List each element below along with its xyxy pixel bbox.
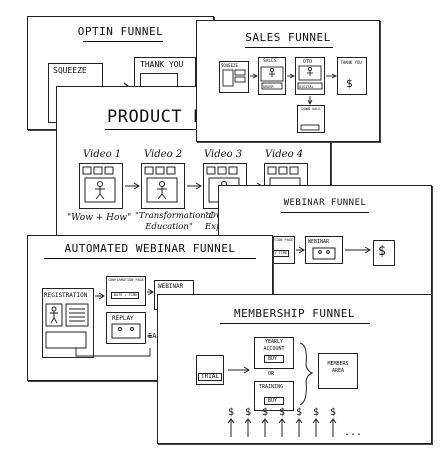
training-page bbox=[254, 381, 294, 411]
membership-funnel-sketch bbox=[227, 342, 337, 437]
sales-squeeze-page bbox=[219, 61, 249, 93]
sales-squeeze-label: SQUEEZE bbox=[221, 63, 238, 68]
caption-transformational: "Transformational Education" bbox=[135, 211, 214, 232]
dollar-sign-2: $ bbox=[245, 407, 252, 418]
product-launch-title: PRODUCT LA bbox=[107, 107, 215, 127]
squeeze-label: SQUEEZE bbox=[53, 66, 87, 75]
sales-page-label: SALES bbox=[263, 59, 277, 64]
webinar-dollar-sign: $ bbox=[378, 244, 386, 259]
dollar-sign-4: $ bbox=[279, 407, 286, 418]
downsale-label: DOWN SALE bbox=[301, 107, 321, 111]
membership-funnel-title: MEMBERSHIP FUNNEL bbox=[233, 307, 356, 320]
members-area-page bbox=[318, 353, 358, 389]
auto-confirmation-page bbox=[106, 276, 146, 306]
optin-funnel-title: OPTIN FUNNEL bbox=[77, 25, 164, 38]
sales-funnel-title: SALES FUNNEL bbox=[245, 31, 331, 44]
yearly-account-page bbox=[254, 337, 294, 369]
title-underline bbox=[105, 129, 205, 130]
webinar-date-time-label: DATE / TIME bbox=[264, 251, 288, 255]
video-2-label: Video 2 bbox=[144, 149, 183, 160]
sales-thank-you-label: THANK YOU bbox=[340, 60, 362, 65]
title-underline bbox=[44, 258, 256, 259]
replay-page bbox=[106, 312, 146, 344]
trial-label: TRIAL bbox=[201, 373, 220, 380]
video-1-label: Video 1 bbox=[83, 149, 122, 160]
membership-funnel-card: MEMBERSHIP FUNNEL TRIAL YEARLY ACCOUNT B… bbox=[157, 294, 432, 444]
dollar-sign-1: $ bbox=[228, 407, 235, 418]
or-label: OR bbox=[268, 371, 275, 377]
title-underline bbox=[281, 212, 369, 213]
buy-button-training bbox=[264, 397, 284, 405]
yearly-account-label: YEARLY ACCOUNT bbox=[263, 339, 285, 352]
automated-webinar-funnel-title: AUTOMATED WEBINAR FUNNEL bbox=[64, 242, 236, 255]
ellipsis: ... bbox=[344, 427, 363, 438]
dollar-sign-6: $ bbox=[313, 407, 320, 418]
dollar-sign-7: $ bbox=[330, 407, 337, 418]
auto-date-time bbox=[111, 292, 139, 299]
sales-dollar-sign: $ bbox=[346, 77, 353, 90]
dollar-sign-3: $ bbox=[262, 407, 269, 418]
webinar-page-label: WEBINAR bbox=[308, 239, 330, 245]
training-label: TRAINING bbox=[259, 384, 284, 390]
registration-label: REGISTRATION bbox=[44, 292, 88, 299]
thank-you-label: THANK YOU bbox=[140, 60, 184, 69]
buy-label-yearly: BUY bbox=[268, 356, 278, 362]
webinar-sale-page bbox=[373, 240, 395, 266]
dollar-sign-5: $ bbox=[296, 407, 303, 418]
video-3-label: Video 3 bbox=[204, 149, 243, 160]
webinar-funnel-title: WEBINAR FUNNEL bbox=[283, 198, 367, 208]
caption-wow-how: "Wow + How" bbox=[67, 213, 132, 223]
video-4-label: Video 4 bbox=[265, 149, 304, 160]
members-area-label: MEMBERS AREA bbox=[327, 361, 349, 374]
buy-button-yearly bbox=[264, 355, 284, 363]
sales-funnel-card: SALES FUNNEL SQUEEZE SALES ORDER OTO DIG… bbox=[196, 20, 380, 142]
caption-overview: "Ov Exp bbox=[205, 211, 222, 232]
auto-date-time-label: DATE / TIME bbox=[114, 293, 138, 297]
sales-order-label: ORDER bbox=[263, 85, 274, 89]
oto-digital-label: DIGITAL bbox=[299, 85, 314, 89]
trial-button bbox=[198, 373, 222, 381]
auto-webinar-label: WEBINAR bbox=[158, 283, 184, 290]
auto-confirmation-label: CONFIRMATION PAGE bbox=[108, 278, 144, 282]
ea-label: EA bbox=[148, 332, 157, 340]
title-underline bbox=[220, 323, 370, 324]
replay-label: REPLAY bbox=[112, 315, 134, 322]
registration-page bbox=[42, 288, 94, 358]
sales-thank-you-page bbox=[337, 57, 367, 95]
title-underline bbox=[245, 47, 333, 48]
downsale-page bbox=[297, 105, 325, 133]
webinar-confirmation-label: CONFIRMATION PAGE bbox=[257, 238, 293, 242]
buy-label-training: BUY bbox=[268, 398, 278, 404]
oto-label: OTO bbox=[303, 59, 313, 65]
sales-funnel-sketch bbox=[222, 65, 338, 131]
title-underline bbox=[83, 41, 163, 42]
